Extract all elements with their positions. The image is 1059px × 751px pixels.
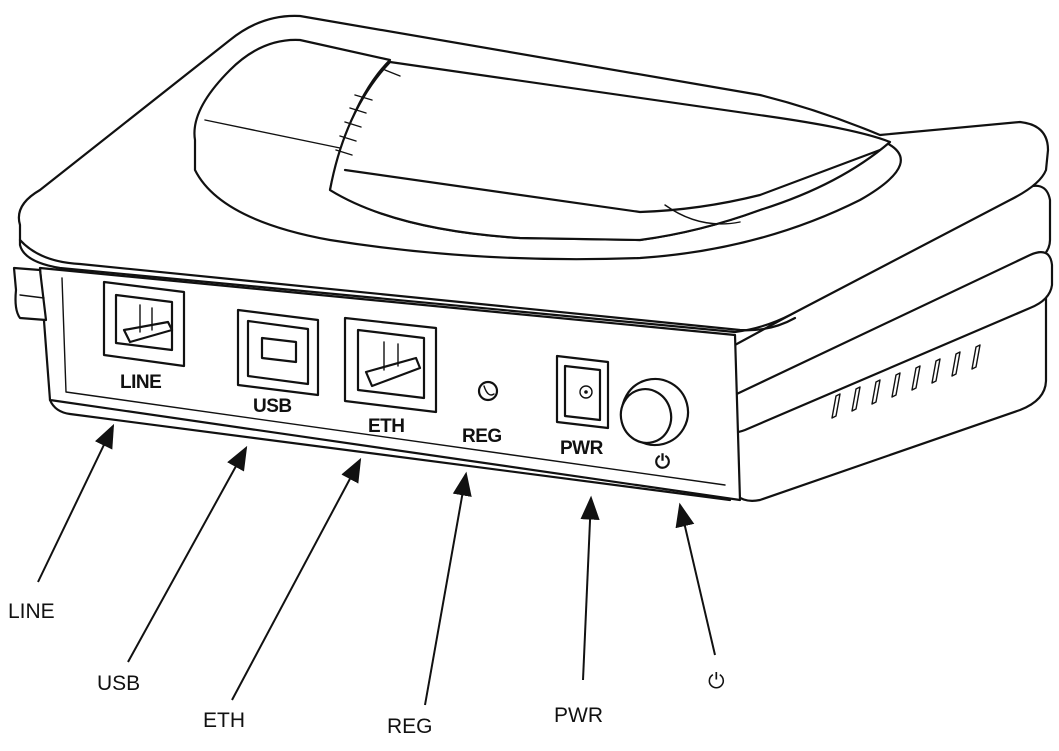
left-clip-line xyxy=(19,294,45,299)
arrow-reg xyxy=(424,471,472,706)
top-recess xyxy=(328,60,892,242)
callout-arrows xyxy=(37,423,716,706)
arrow-power xyxy=(675,502,716,656)
front-bottom-edge xyxy=(48,398,732,502)
line-port-label: LINE xyxy=(120,372,161,393)
callout-reg-label: REG xyxy=(387,715,433,738)
arrow-usb xyxy=(127,445,248,663)
arrow-eth xyxy=(231,457,362,701)
pwr-jack: PWR xyxy=(555,354,610,459)
left-clip xyxy=(12,266,48,322)
callout-eth-label: ETH xyxy=(203,709,245,732)
recess-ribs xyxy=(335,69,401,156)
line-port: LINE xyxy=(102,280,186,393)
arrow-line xyxy=(37,423,115,583)
reg-port-label: REG xyxy=(462,426,502,447)
power-port-symbol: ⏻ xyxy=(655,452,670,473)
pwr-port-label: PWR xyxy=(560,438,604,459)
callout-line-label: LINE xyxy=(8,600,55,623)
recess-crease xyxy=(343,148,882,214)
arrow-pwr xyxy=(580,495,600,681)
side-vents xyxy=(831,344,981,419)
usb-port: USB xyxy=(236,308,320,417)
lid-front-edge xyxy=(18,238,797,332)
lid-crease xyxy=(204,119,741,225)
usb-port-label: USB xyxy=(253,396,292,417)
callout-pwr-label: PWR xyxy=(554,704,603,727)
eth-port: ETH xyxy=(343,316,438,437)
callout-labels: LINE USB ETH REG PWR ⏻ xyxy=(8,600,725,738)
reg-button: REG xyxy=(462,380,502,447)
power-button: ⏻ xyxy=(619,377,690,473)
callout-power-label: ⏻ xyxy=(708,670,725,693)
device-body: LINE USB ETH REG PWR xyxy=(12,14,1054,502)
callout-usb-label: USB xyxy=(97,672,140,695)
front-inner-line xyxy=(61,277,726,486)
eth-port-label: ETH xyxy=(368,416,405,437)
